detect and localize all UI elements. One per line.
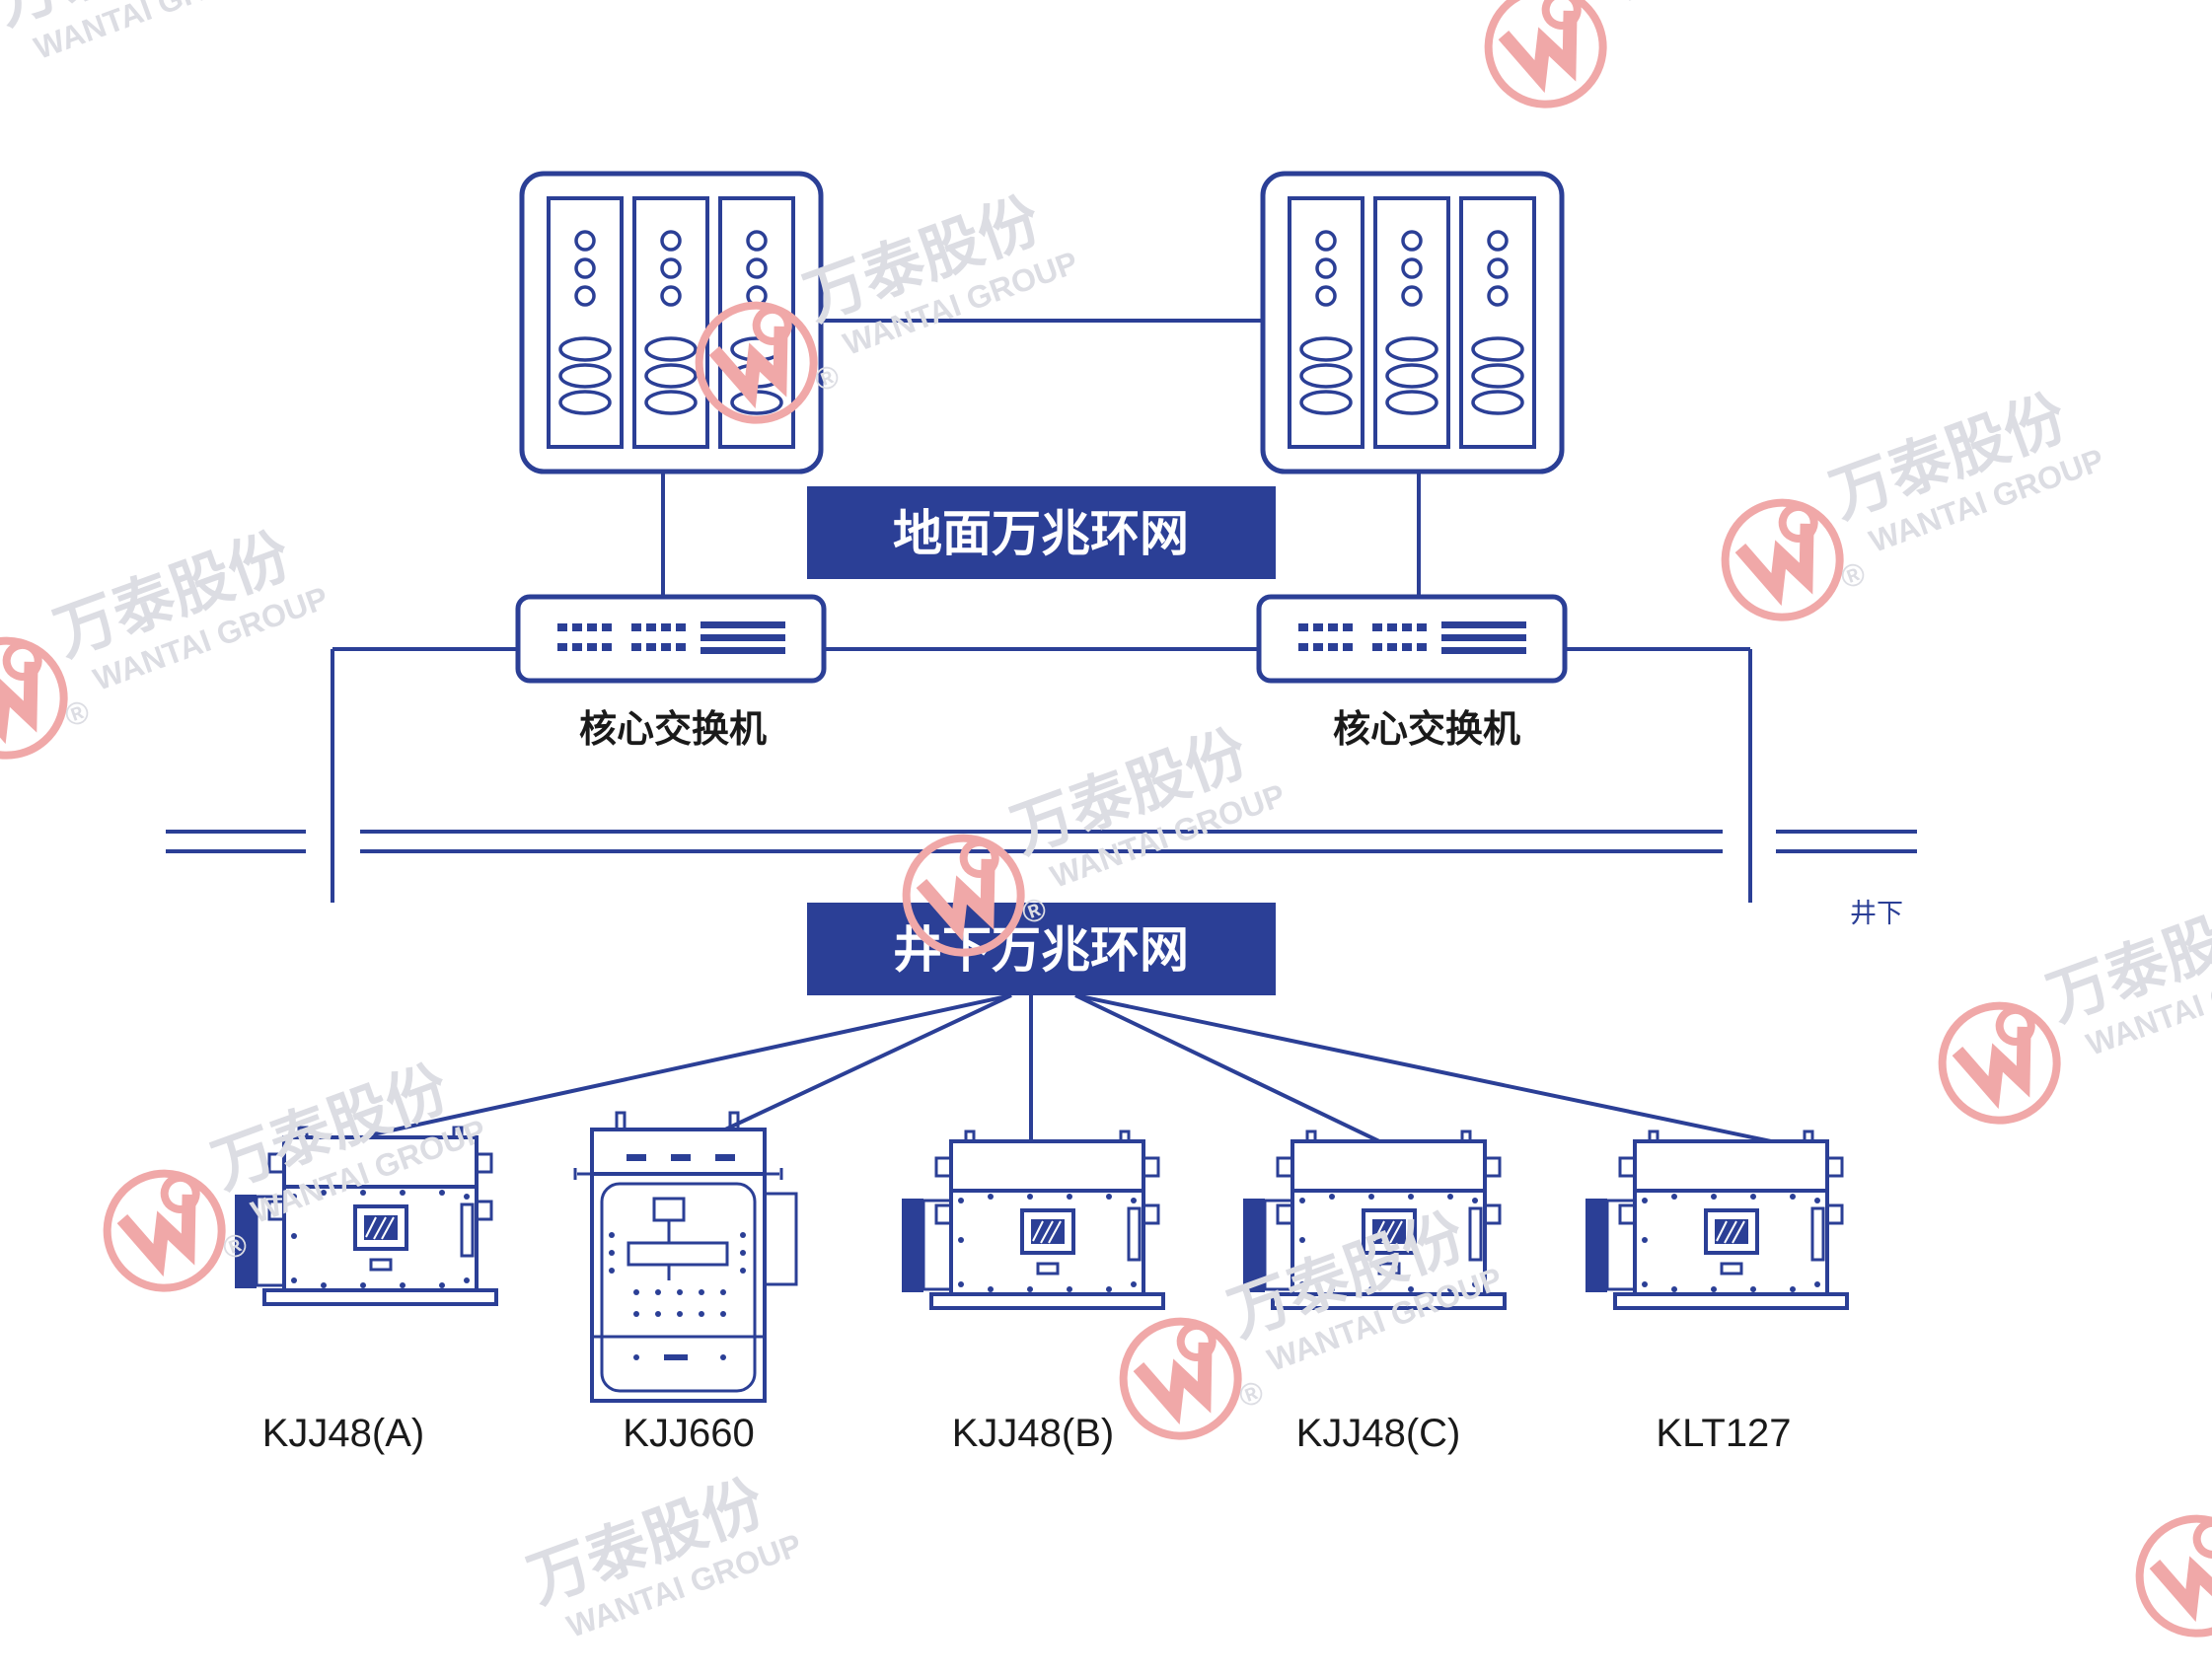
device-label-kjj48-a: KJJ48(A) <box>262 1412 425 1455</box>
svg-text:®: ® <box>810 357 845 399</box>
device-kjj660 <box>573 1111 798 1403</box>
wantai-logo-icon <box>2123 1502 2212 1649</box>
core-switch-left-label: 核心交换机 <box>579 707 767 751</box>
watermark: 万泰股份 WANTAI GROUP ® <box>84 1052 490 1304</box>
device-klt127 <box>1584 1129 1849 1310</box>
svg-text:®: ® <box>1836 554 1871 596</box>
surface-network-label: 地面万兆环网 <box>893 505 1189 562</box>
switch-port-indicators <box>1298 621 1526 654</box>
watermark <box>2123 1502 2212 1649</box>
svg-text:®: ® <box>1234 1373 1269 1415</box>
wantai-logo-icon <box>1472 0 1619 120</box>
watermark: WANTAI GROUP <box>1472 0 1858 120</box>
device-label-klt127: KLT127 <box>1656 1412 1791 1455</box>
link-kjj48-a <box>372 993 1012 1136</box>
device-label-kjj48-b: KJJ48(B) <box>952 1412 1115 1455</box>
wantai-logo-icon <box>1107 1305 1254 1452</box>
watermark: 万泰股份 WANTAI GROUP <box>519 1466 806 1644</box>
connection-lines <box>331 319 1752 903</box>
ground-boundary-lines <box>166 830 1917 853</box>
link-klt127 <box>1074 993 1772 1143</box>
device-kjj48-b <box>900 1129 1165 1310</box>
device-label-kjj660: KJJ660 <box>623 1412 754 1455</box>
wantai-logo-icon <box>91 1157 238 1304</box>
underground-zone-label: 井下 <box>1850 899 1903 929</box>
core-switch-right-label: 核心交换机 <box>1333 707 1520 751</box>
link-kjj48-c <box>1074 993 1380 1143</box>
server-rack-unit <box>1288 196 1364 449</box>
wantai-logo-icon <box>1709 486 1856 633</box>
core-switch-left <box>515 594 827 684</box>
watermark: 万泰股份 WANTAI GROUP <box>1919 884 2212 1136</box>
svg-text:WANTAI GROUP: WANTAI GROUP <box>1614 0 1858 9</box>
device-links <box>372 993 1772 1143</box>
core-switch-right <box>1256 594 1568 684</box>
wantai-logo-icon <box>1926 989 2073 1136</box>
watermark: 万泰股份 WANTAI GROUP <box>0 0 273 66</box>
server-cabinet-left <box>519 171 824 474</box>
server-rack-unit <box>1373 196 1450 449</box>
server-rack-unit <box>547 196 624 449</box>
watermark: 万泰股份 WANTAI GROUP ® <box>1702 381 2108 633</box>
watermark: 万泰股份 WANTAI GROUP ® <box>0 519 332 771</box>
svg-text:®: ® <box>60 692 95 734</box>
surface-network-banner: 地面万兆环网 <box>807 486 1276 579</box>
device-label-kjj48-c: KJJ48(C) <box>1296 1412 1461 1455</box>
server-rack-unit <box>1459 196 1536 449</box>
server-cabinet-right <box>1260 171 1565 474</box>
switch-port-indicators <box>557 621 785 654</box>
link-kjj660 <box>724 993 1012 1131</box>
server-rack-unit <box>632 196 709 449</box>
